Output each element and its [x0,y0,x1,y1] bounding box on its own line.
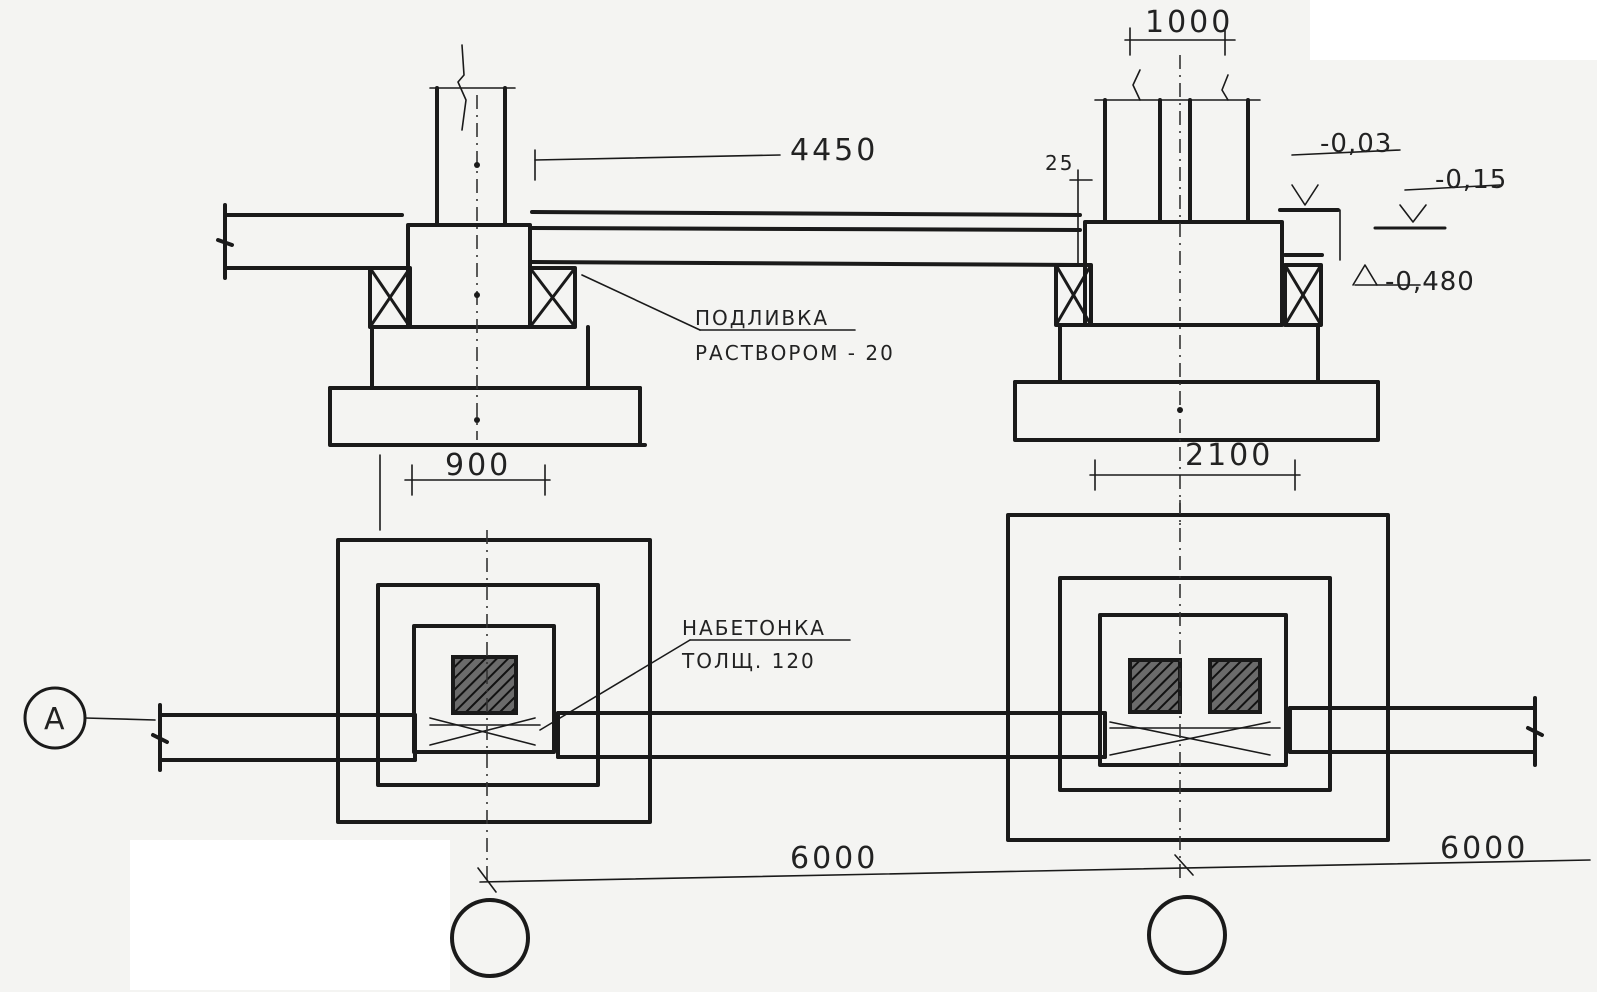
grout-leader [581,274,701,331]
note-grout-line2: РАСТВОРОМ - 20 [695,341,895,365]
dim-span-beam: 4450 [790,133,878,168]
dim-gap: 25 [1045,151,1074,175]
concrete-leader [539,639,691,731]
dim-base-left: 900 [445,448,511,483]
right-elevation [1013,27,1501,530]
note-concrete-line2: ТОЛЩ. 120 [681,649,816,673]
dim-grid-span-1: 6000 [790,841,878,876]
dim-top-column: 1000 [1145,5,1233,40]
grid-axis-a [23,686,156,750]
level-l3: -0,480 [1385,267,1475,297]
dim-grid-span-2: 6000 [1440,831,1528,866]
grade-beam-plan [151,696,1544,772]
note-concrete-line1: НАБЕТОНКА [682,616,826,640]
grid-dimension-line [450,854,1591,978]
level-l1: -0,03 [1320,129,1392,159]
dim-base-right: 2100 [1185,438,1273,473]
note-grout-line1: ПОДЛИВКА [695,306,829,330]
right-plan [1006,500,1390,880]
left-elevation [216,44,1082,531]
paper-patch-left [130,840,450,990]
paper-patch-top [1310,0,1597,60]
level-l2: -0,15 [1435,165,1507,195]
left-plan [336,530,652,880]
grid-axis-label: А [44,702,65,737]
